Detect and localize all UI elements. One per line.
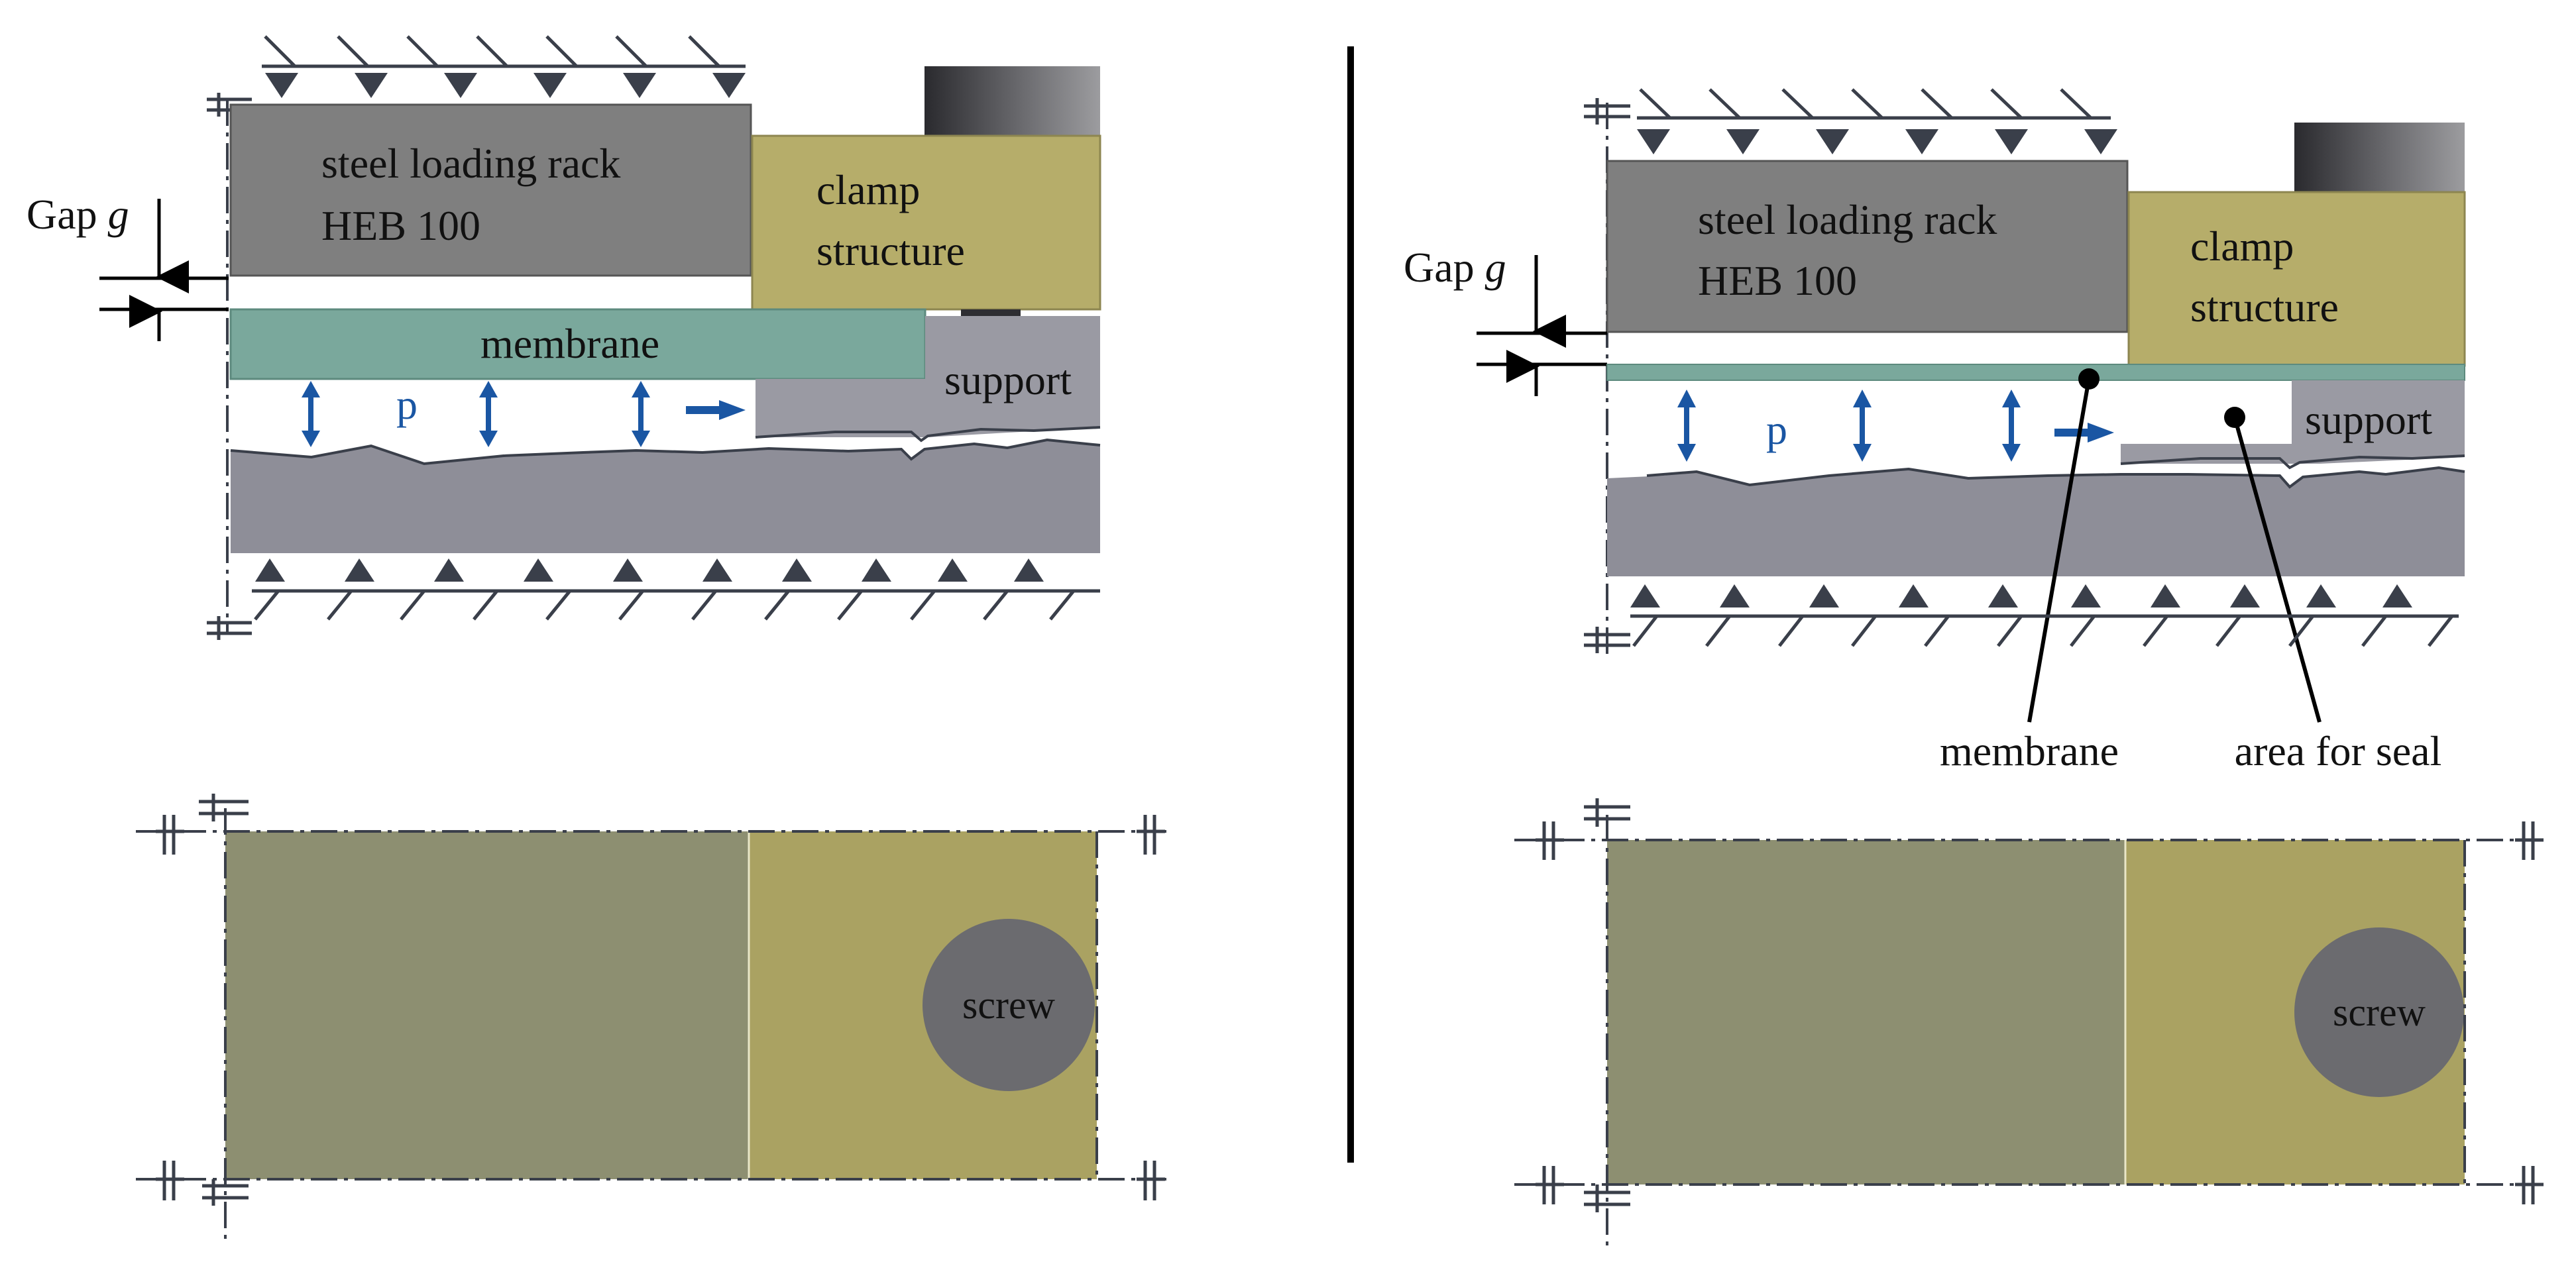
left-plan-section-marks xyxy=(156,794,1165,1206)
left-pressure-arrow-1 xyxy=(302,381,320,447)
right-pressure-arrows xyxy=(1677,390,2114,462)
left-top-load-triangles xyxy=(265,73,746,98)
left-support xyxy=(756,316,1100,437)
right-top-load-hatch xyxy=(1637,88,2111,120)
left-gap-label: Gap g xyxy=(27,191,129,238)
left-bottom-support-hatch xyxy=(252,589,1100,621)
left-clamp-shim xyxy=(961,309,1021,316)
left-rack-label-line1: steel loading rack xyxy=(321,140,620,187)
right-support-bottom-line xyxy=(2120,454,2465,470)
right-pressure-arrow-2 xyxy=(1853,390,1872,462)
left-pressure-arrows xyxy=(302,381,746,447)
right-support-label: support xyxy=(2305,396,2432,443)
left-plan-centerlines xyxy=(136,808,1166,1239)
left-membrane-label: membrane xyxy=(480,320,659,367)
right-plan-section-marks xyxy=(1536,798,2544,1212)
right-callout-membrane-label: membrane xyxy=(1940,727,2119,774)
right-flow-arrow xyxy=(2054,423,2114,443)
right-plan-screw xyxy=(2294,927,2464,1097)
right-base-block xyxy=(1607,468,2465,576)
right-plan-view: screw xyxy=(1514,798,2544,1245)
left-gap-dimension xyxy=(99,199,229,341)
right-steel-loading-rack xyxy=(1606,160,2129,333)
left-clamp-top-block xyxy=(924,66,1100,136)
left-rack-label-line2: HEB 100 xyxy=(321,202,480,249)
right-callout-seal xyxy=(2224,407,2322,723)
left-plan-rack-area xyxy=(225,831,749,1179)
left-axis-marks-bottom xyxy=(207,616,252,640)
left-base-block xyxy=(231,440,1100,553)
right-clamp-top-block xyxy=(2294,123,2465,192)
right-membrane xyxy=(1606,364,2465,381)
right-plan-rack-area xyxy=(1607,840,2125,1184)
left-top-load-hatch xyxy=(262,35,746,68)
left-pressure-arrow-2 xyxy=(479,381,498,447)
right-section-view: steel loading rack HEB 100 clamp structu… xyxy=(1404,88,2466,774)
right-pressure-label: p xyxy=(1766,406,1787,453)
right-gap-label: Gap g xyxy=(1404,244,1506,291)
left-flow-arrow xyxy=(686,400,746,420)
right-gap-dimension xyxy=(1477,255,1607,396)
left-clamp-structure xyxy=(751,134,1101,311)
right-axis-marks-bottom xyxy=(1584,627,1630,653)
right-clamp-label-line2: structure xyxy=(2190,284,2339,331)
right-rack-label-line2: HEB 100 xyxy=(1698,257,1857,304)
right-plan-centerlines xyxy=(1514,815,2542,1245)
left-clamp-label-line2: structure xyxy=(816,227,965,274)
right-support xyxy=(2121,380,2465,464)
right-axis-marks-top xyxy=(1584,98,1630,125)
panel-divider xyxy=(1347,46,1354,1163)
left-support-bottom-line xyxy=(755,426,1101,443)
right-pressure-arrow-3 xyxy=(2002,390,2021,462)
right-bottom-support-triangles xyxy=(1630,584,2412,607)
left-membrane xyxy=(229,308,926,380)
left-bottom-support-triangles xyxy=(255,558,1044,582)
right-rack-label-line1: steel loading rack xyxy=(1698,196,1997,243)
right-rough-surface-line xyxy=(1646,466,2465,489)
right-callout-membrane xyxy=(2027,368,2100,723)
right-clamp-label-line1: clamp xyxy=(2190,223,2294,270)
left-clamp-label-line1: clamp xyxy=(816,166,920,213)
right-top-load-triangles xyxy=(1637,129,2117,154)
left-section-view: steel loading rack HEB 100 clamp structu… xyxy=(27,35,1101,640)
left-rough-surface-line xyxy=(230,438,1101,466)
right-bottom-support-hatch xyxy=(1630,614,2459,647)
right-clamp-structure xyxy=(2127,191,2466,367)
left-support-label: support xyxy=(944,356,1072,403)
right-callout-seal-label: area for seal xyxy=(2235,727,2442,774)
right-pressure-arrow-1 xyxy=(1677,390,1696,462)
left-plan-screw xyxy=(923,919,1095,1091)
right-screw-label: screw xyxy=(2333,990,2426,1034)
left-pressure-label: p xyxy=(396,381,418,428)
left-screw-label: screw xyxy=(962,983,1056,1027)
left-pressure-arrow-3 xyxy=(632,381,650,447)
left-plan-view: screw xyxy=(136,794,1166,1239)
left-steel-loading-rack xyxy=(229,103,752,277)
